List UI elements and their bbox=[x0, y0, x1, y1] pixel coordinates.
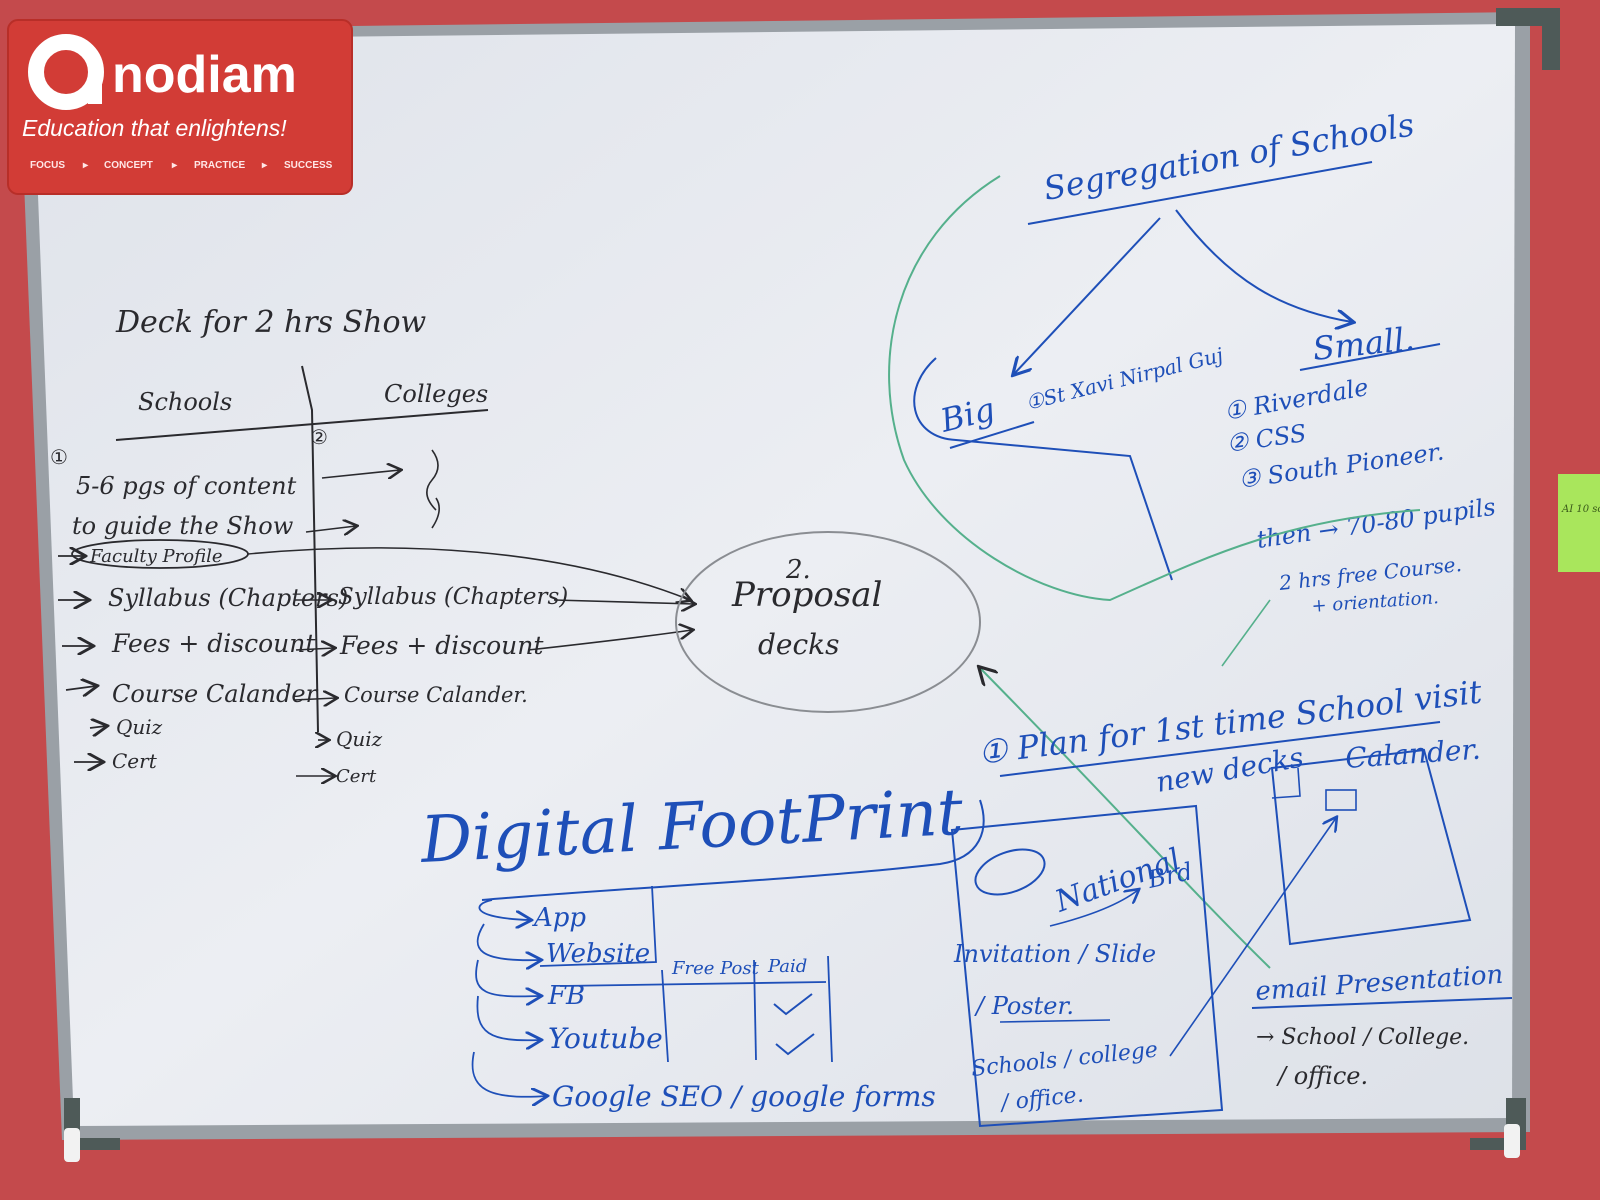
digital-footprint-underline bbox=[481, 799, 985, 901]
calendar-sketch-cell bbox=[1325, 789, 1357, 811]
anodiam-logo: nodiam Education that enlightens! FOCUS … bbox=[7, 19, 353, 195]
colleges-item-quiz: Quiz bbox=[336, 727, 383, 751]
colleges-item-cert: Cert bbox=[336, 766, 377, 787]
small-underline bbox=[1299, 343, 1441, 371]
col-schools-header: Schools bbox=[138, 388, 232, 416]
big-underline bbox=[949, 421, 1035, 449]
corner-bracket-top-right bbox=[1496, 8, 1560, 70]
logo-step-concept: CONCEPT bbox=[104, 160, 153, 171]
green-marker-curve-email bbox=[980, 668, 1271, 969]
board-surface bbox=[32, 24, 1515, 1126]
digital-item-app: App bbox=[532, 903, 586, 933]
schools-item-cert: Cert bbox=[112, 749, 158, 773]
logo-step-practice: PRACTICE bbox=[194, 160, 245, 171]
free-post-header: Free Post bbox=[671, 958, 760, 979]
proposal-subtitle: decks bbox=[758, 628, 840, 661]
digital-item-youtube: Youtube bbox=[548, 1022, 663, 1055]
colleges-item-fees: Fees + discount bbox=[339, 631, 544, 660]
paid-checkmark-fb bbox=[773, 993, 813, 1016]
logo-step-separator: ▸ bbox=[82, 160, 89, 171]
schools-item-syllabus: Syllabus (Chapters) bbox=[108, 584, 348, 612]
email-target-school: → School / College. bbox=[1256, 1025, 1469, 1050]
logo-step-success: SUCCESS bbox=[284, 160, 333, 171]
paid-header: Paid bbox=[767, 956, 807, 977]
marker-clip-right bbox=[1504, 1124, 1520, 1158]
colleges-item-calendar: Course Calander. bbox=[344, 683, 528, 707]
number-1-marker: ① bbox=[50, 445, 68, 469]
calendar-sketch-box bbox=[1270, 748, 1472, 946]
schools-item-guide: to guide the Show bbox=[72, 512, 294, 540]
invitation-slide-label: Invitation / Slide bbox=[953, 940, 1156, 968]
national-arrow bbox=[1049, 890, 1138, 927]
poster-underline bbox=[999, 1019, 1111, 1023]
sticky-note-text: AI 10 schoo bbox=[1561, 504, 1600, 515]
left-bullet-arrows bbox=[58, 556, 106, 762]
col-colleges-header: Colleges bbox=[384, 380, 488, 408]
national-brand-box bbox=[950, 804, 1224, 1128]
schools-item-faculty: Faculty Profile bbox=[89, 546, 223, 567]
schools-item-fees: Fees + discount bbox=[111, 629, 316, 658]
proposal-number: 2. bbox=[785, 555, 811, 585]
number-2-marker: ② bbox=[310, 425, 328, 449]
email-underline bbox=[1251, 997, 1513, 1009]
schools-item-calendar: Course Calander bbox=[112, 680, 319, 708]
digital-item-google: Google SEO / google forms bbox=[552, 1080, 936, 1113]
free-paid-table-lines bbox=[559, 955, 833, 1063]
table-header-underline bbox=[115, 409, 489, 441]
colleges-continuation-arrows bbox=[293, 449, 440, 776]
paid-checkmark-youtube bbox=[775, 1033, 815, 1056]
proposal-title: Proposal bbox=[731, 575, 882, 615]
arrow-to-small bbox=[1175, 209, 1352, 322]
email-target-office: / office. bbox=[1276, 1062, 1368, 1090]
green-marker-curve-loop bbox=[888, 175, 1421, 602]
colleges-item-syllabus: Syllabus (Chapters) bbox=[338, 584, 568, 610]
arrow-to-calendar bbox=[1169, 818, 1336, 1057]
logo-step-separator: ▸ bbox=[261, 160, 268, 171]
app-website-bracket bbox=[539, 885, 657, 967]
logo-step-separator: ▸ bbox=[171, 160, 178, 171]
segregation-underline bbox=[1027, 161, 1373, 225]
schools-item-quiz: Quiz bbox=[116, 715, 163, 739]
arrow-to-big bbox=[1014, 217, 1161, 374]
table-column-divider bbox=[301, 365, 319, 733]
green-marker-tick bbox=[1221, 599, 1271, 667]
calendar-sketch-tab bbox=[1271, 767, 1301, 799]
logo-step-focus: FOCUS bbox=[30, 160, 65, 171]
schools-item-content: 5-6 pgs of content bbox=[76, 472, 297, 500]
deck-title: Deck for 2 hrs Show bbox=[115, 305, 427, 340]
plan-underline bbox=[999, 721, 1441, 777]
logo-name: nodiam bbox=[112, 46, 297, 104]
proposal-decks-oval bbox=[675, 531, 981, 713]
logo-tagline: Education that enlightens! bbox=[22, 115, 287, 141]
sticky-note bbox=[1558, 474, 1600, 572]
digital-branch-arrows bbox=[471, 899, 547, 1097]
big-bracket bbox=[913, 357, 1173, 581]
poster-label: / Poster. bbox=[974, 992, 1074, 1020]
marker-clip-left bbox=[64, 1128, 80, 1162]
national-circle bbox=[974, 848, 1046, 896]
